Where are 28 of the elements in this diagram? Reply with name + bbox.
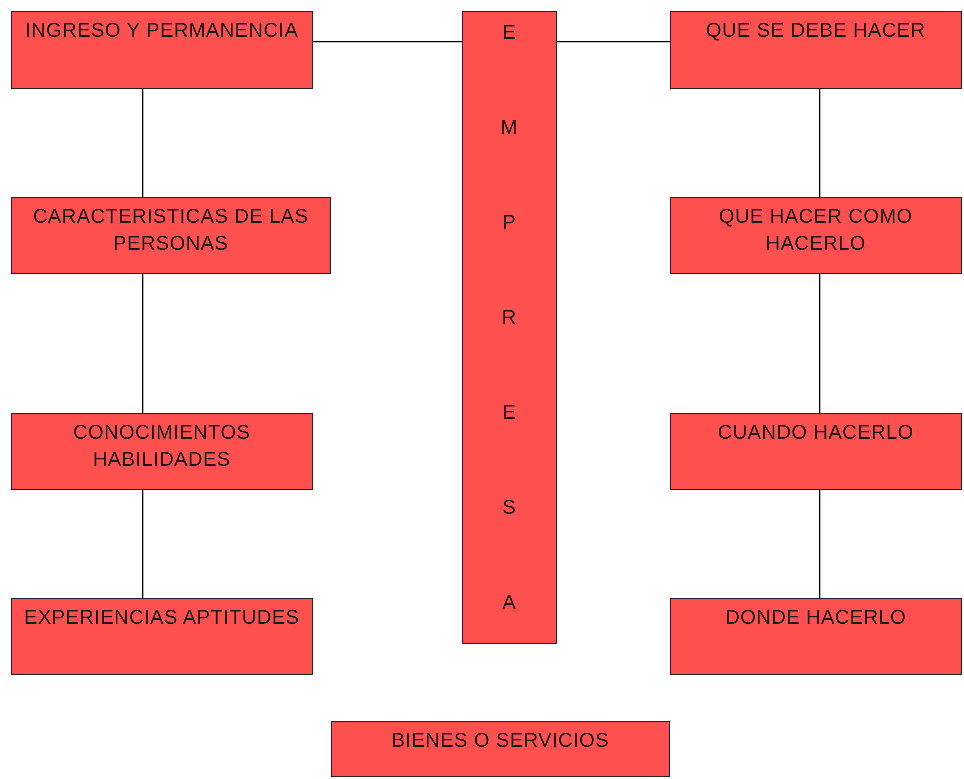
box-label: CARACTERISTICAS DE LAS PERSONAS: [32, 205, 310, 257]
process-box: [11, 598, 313, 675]
process-box: [670, 413, 962, 490]
vertical-box: [462, 11, 557, 644]
box-label: CONOCIMIENTOS HABILIDADES: [72, 421, 252, 473]
connector-line: [557, 41, 670, 43]
connector-line: [819, 274, 821, 413]
process-box: [670, 11, 962, 89]
box-label: EXPERIENCIAS APTITUDES: [24, 606, 300, 631]
connector-line: [142, 89, 144, 197]
box-label: INGRESO Y PERMANENCIA: [25, 19, 299, 44]
process-box: [670, 197, 962, 274]
process-box: [11, 197, 331, 274]
connector-line: [819, 490, 821, 598]
process-box: [670, 598, 962, 675]
box-label: BIENES O SERVICIOS: [392, 729, 610, 754]
box-label: QUE HACER COMO HACERLO: [718, 205, 914, 257]
box-label: DONDE HACERLO: [726, 606, 906, 631]
box-label: CUANDO HACERLO: [718, 421, 914, 446]
box-label: EMPRESA: [500, 21, 520, 616]
process-box: [331, 721, 670, 777]
process-box: [11, 413, 313, 490]
process-box: [11, 11, 313, 89]
connector-line: [142, 274, 144, 413]
connector-line: [313, 41, 462, 43]
connector-line: [142, 490, 144, 598]
box-label: QUE SE DEBE HACER: [706, 19, 926, 44]
connector-line: [819, 89, 821, 197]
